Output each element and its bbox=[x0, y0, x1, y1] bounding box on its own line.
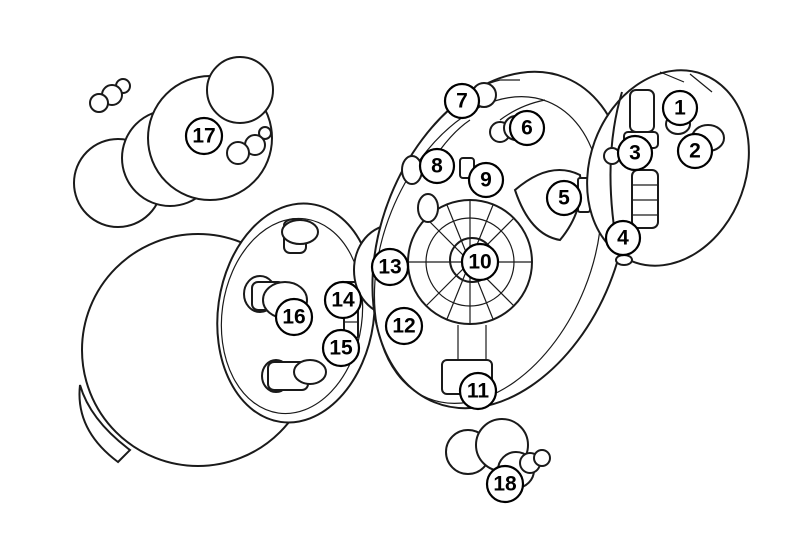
callout-6: 6 bbox=[508, 109, 546, 147]
svg-text:18: 18 bbox=[493, 473, 517, 496]
svg-text:3: 3 bbox=[629, 142, 641, 165]
svg-text:13: 13 bbox=[378, 256, 401, 279]
svg-text:7: 7 bbox=[456, 90, 468, 113]
svg-text:12: 12 bbox=[392, 315, 415, 338]
svg-text:9: 9 bbox=[480, 169, 492, 192]
svg-text:16: 16 bbox=[282, 306, 305, 329]
callout-4: 4 bbox=[604, 219, 642, 257]
svg-text:5: 5 bbox=[558, 187, 570, 210]
svg-text:1: 1 bbox=[674, 97, 686, 120]
svg-text:6: 6 bbox=[521, 117, 533, 140]
svg-text:17: 17 bbox=[192, 125, 215, 148]
svg-text:8: 8 bbox=[431, 155, 443, 178]
right-pod bbox=[586, 69, 750, 267]
callout-16: 16 bbox=[274, 297, 314, 337]
svg-text:10: 10 bbox=[468, 251, 491, 274]
callout-10: 10 bbox=[460, 242, 500, 282]
callout-17: 17 bbox=[184, 116, 224, 156]
callout-2: 2 bbox=[676, 132, 714, 170]
svg-text:14: 14 bbox=[331, 289, 355, 312]
callout-1: 1 bbox=[661, 89, 699, 127]
callout-14: 14 bbox=[323, 280, 363, 320]
callout-13: 13 bbox=[370, 247, 410, 287]
svg-text:2: 2 bbox=[689, 140, 701, 163]
callout-8: 8 bbox=[418, 147, 456, 185]
svg-text:15: 15 bbox=[329, 337, 353, 360]
svg-text:4: 4 bbox=[617, 227, 629, 250]
callout-18: 18 bbox=[485, 464, 525, 504]
callout-12: 12 bbox=[384, 306, 424, 346]
svg-text:11: 11 bbox=[467, 380, 490, 403]
callout-9: 9 bbox=[467, 161, 505, 199]
top-left-bubble-cluster bbox=[73, 56, 274, 228]
callout-5: 5 bbox=[545, 179, 583, 217]
callout-15: 15 bbox=[321, 328, 361, 368]
callout-badges: 1 2 3 4 5 6 7 8 9 10 11 12 13 14 15 16 1… bbox=[184, 82, 714, 504]
callout-11: 11 bbox=[458, 371, 498, 411]
callout-3: 3 bbox=[616, 134, 654, 172]
callout-7: 7 bbox=[443, 82, 481, 120]
